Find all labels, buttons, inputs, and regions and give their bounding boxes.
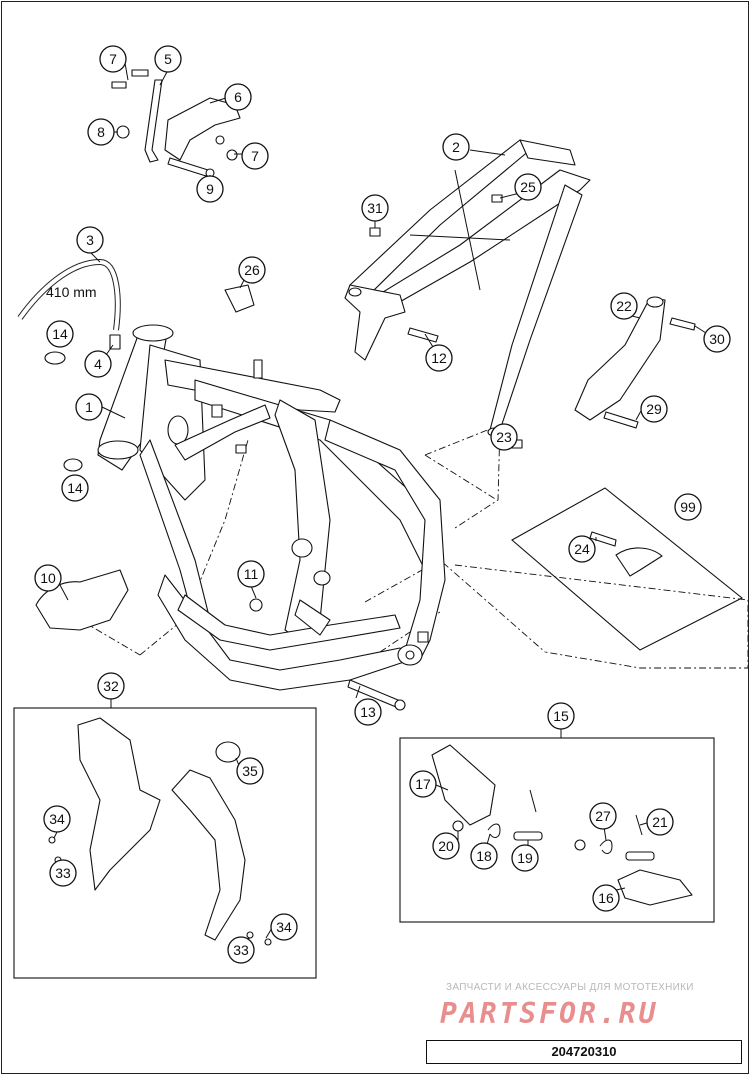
svg-text:26: 26 bbox=[244, 262, 260, 278]
callout-7a: 7 bbox=[99, 45, 127, 73]
callout-10: 10 bbox=[34, 564, 62, 592]
main-frame bbox=[97, 324, 446, 691]
callout-32: 32 bbox=[97, 672, 125, 700]
svg-text:5: 5 bbox=[164, 51, 172, 67]
callout-13: 13 bbox=[354, 698, 382, 726]
kit-32-box bbox=[13, 698, 317, 979]
svg-text:33: 33 bbox=[55, 865, 71, 881]
svg-text:99: 99 bbox=[680, 499, 696, 515]
svg-text:14: 14 bbox=[52, 326, 68, 342]
hardware bbox=[17, 69, 696, 946]
callout-34a: 34 bbox=[43, 805, 71, 833]
svg-text:2: 2 bbox=[452, 139, 460, 155]
watermark-tagline: ЗАПЧАСТИ И АКСЕССУАРЫ ДЛЯ МОТОТЕХНИКИ bbox=[446, 982, 694, 993]
callout-4: 4 bbox=[84, 350, 112, 378]
svg-text:12: 12 bbox=[431, 350, 447, 366]
svg-text:4: 4 bbox=[94, 356, 102, 372]
callout-7b: 7 bbox=[241, 142, 269, 170]
svg-text:29: 29 bbox=[646, 401, 662, 417]
callout-29: 29 bbox=[640, 395, 668, 423]
svg-text:24: 24 bbox=[574, 541, 590, 557]
callout-17: 17 bbox=[409, 770, 437, 798]
callout-22: 22 bbox=[610, 292, 638, 320]
svg-text:16: 16 bbox=[598, 890, 614, 906]
svg-text:20: 20 bbox=[438, 838, 454, 854]
svg-text:17: 17 bbox=[415, 776, 431, 792]
svg-text:8: 8 bbox=[97, 124, 105, 140]
callout-14b: 14 bbox=[61, 474, 89, 502]
callout-14a: 14 bbox=[46, 320, 74, 348]
svg-text:35: 35 bbox=[242, 763, 258, 779]
svg-text:30: 30 bbox=[709, 331, 725, 347]
svg-text:23: 23 bbox=[496, 429, 512, 445]
callout-27: 27 bbox=[589, 802, 617, 830]
part-callouts: 1 2 3 4 5 6 7 7 8 9 10 11 12 13 14 14 15… bbox=[34, 45, 731, 964]
kit-99-box bbox=[511, 487, 744, 651]
callout-8: 8 bbox=[87, 118, 115, 146]
callout-23: 23 bbox=[490, 423, 518, 451]
svg-text:27: 27 bbox=[595, 808, 611, 824]
callout-16: 16 bbox=[592, 884, 620, 912]
callout-33a: 33 bbox=[49, 859, 77, 887]
hose-length-label: 410 mm bbox=[46, 284, 97, 300]
callout-5: 5 bbox=[154, 45, 182, 73]
callout-3: 3 bbox=[76, 226, 104, 254]
svg-text:31: 31 bbox=[367, 200, 383, 216]
svg-text:34: 34 bbox=[49, 811, 65, 827]
svg-text:21: 21 bbox=[652, 814, 668, 830]
callout-9: 9 bbox=[196, 175, 224, 203]
callout-20: 20 bbox=[432, 832, 460, 860]
svg-text:7: 7 bbox=[109, 51, 117, 67]
callout-25: 25 bbox=[514, 173, 542, 201]
svg-text:3: 3 bbox=[86, 232, 94, 248]
callout-2: 2 bbox=[442, 133, 470, 161]
kit-15-box bbox=[399, 728, 715, 923]
callout-33b: 33 bbox=[227, 936, 255, 964]
callout-24: 24 bbox=[568, 535, 596, 563]
callout-26: 26 bbox=[238, 256, 266, 284]
svg-text:32: 32 bbox=[103, 678, 119, 694]
callout-34b: 34 bbox=[270, 913, 298, 941]
svg-text:34: 34 bbox=[276, 919, 292, 935]
svg-text:18: 18 bbox=[476, 848, 492, 864]
watermark-brand-logo: PARTSFOR.RU bbox=[440, 997, 659, 1030]
document-number-box: 204720310 bbox=[426, 1040, 742, 1064]
callout-30: 30 bbox=[703, 325, 731, 353]
svg-text:33: 33 bbox=[233, 942, 249, 958]
callout-21: 21 bbox=[646, 808, 674, 836]
svg-text:13: 13 bbox=[360, 704, 376, 720]
svg-text:6: 6 bbox=[234, 89, 242, 105]
svg-text:1: 1 bbox=[85, 399, 93, 415]
callout-35: 35 bbox=[236, 757, 264, 785]
callout-1: 1 bbox=[75, 393, 103, 421]
svg-text:9: 9 bbox=[206, 181, 214, 197]
callout-19: 19 bbox=[511, 844, 539, 872]
svg-text:19: 19 bbox=[517, 850, 533, 866]
svg-text:7: 7 bbox=[251, 148, 259, 164]
svg-text:15: 15 bbox=[553, 708, 569, 724]
svg-text:25: 25 bbox=[520, 179, 536, 195]
subframe bbox=[344, 139, 591, 437]
callout-6: 6 bbox=[224, 83, 252, 111]
callout-18: 18 bbox=[470, 842, 498, 870]
callout-99: 99 bbox=[674, 493, 702, 521]
callout-12: 12 bbox=[425, 344, 453, 372]
svg-text:10: 10 bbox=[40, 570, 56, 586]
callout-11: 11 bbox=[237, 560, 265, 588]
callout-31: 31 bbox=[361, 194, 389, 222]
svg-text:14: 14 bbox=[67, 480, 83, 496]
svg-text:22: 22 bbox=[616, 298, 632, 314]
callout-15: 15 bbox=[547, 702, 575, 730]
svg-text:11: 11 bbox=[244, 566, 259, 582]
